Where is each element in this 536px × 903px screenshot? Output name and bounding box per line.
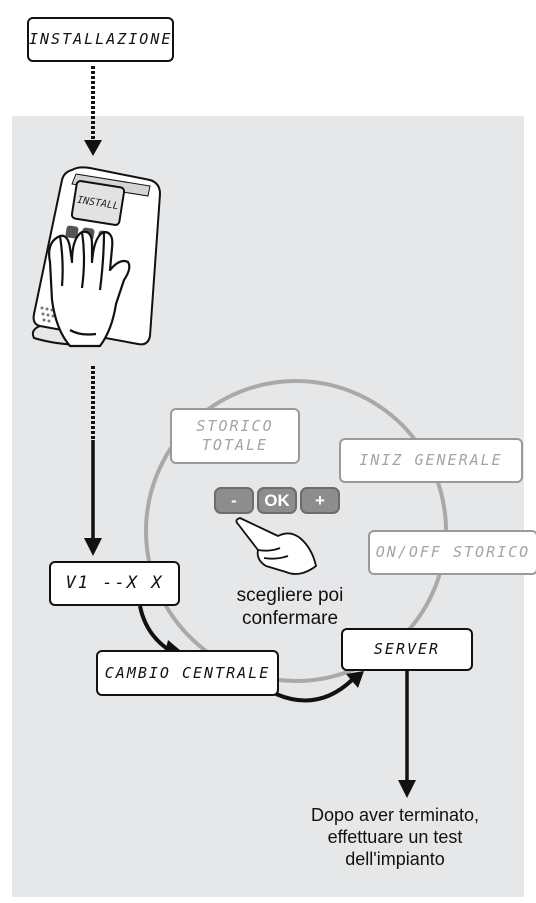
plus-button[interactable]: + [300, 487, 340, 514]
device-grille [40, 306, 55, 323]
iniz-generale-display: INIZ GENERALE [339, 438, 523, 483]
version-display: V1 --X X [49, 561, 180, 606]
device-screen [70, 180, 126, 226]
instruction-text: scegliere poi confermare [205, 584, 375, 630]
final-note-line-3: dell'impianto [345, 849, 445, 869]
cambio-centrale-display: CAMBIO CENTRALE [96, 650, 279, 696]
storico-totale-display: STORICO TOTALE [170, 408, 300, 464]
arrowhead-server [346, 671, 364, 688]
final-note-line-2: effettuare un test [327, 827, 463, 847]
ok-button[interactable]: OK [257, 487, 297, 514]
hand-illustration [48, 230, 131, 348]
final-note-line-1: Dopo aver terminato, [310, 805, 480, 825]
arrowhead-lower [84, 538, 102, 556]
arrowhead-top [84, 140, 102, 156]
onoff-storico-display: ON/OFF STORICO [368, 530, 536, 575]
arrowhead-server-down [398, 780, 416, 798]
server-display: SERVER [341, 628, 473, 671]
installazione-display: INSTALLAZIONE [27, 17, 174, 62]
storico-line-1: STORICO [196, 417, 274, 435]
arrow-cambio-to-server [275, 678, 354, 703]
instruction-line-2: confermare [241, 608, 339, 629]
final-note-text: Dopo aver terminato, effettuare un test … [270, 804, 520, 870]
instruction-line-1: scegliere poi [236, 585, 344, 606]
storico-line-2: TOTALE [201, 436, 269, 454]
pointing-hand-icon [235, 517, 317, 575]
minus-button[interactable]: - [214, 487, 254, 514]
